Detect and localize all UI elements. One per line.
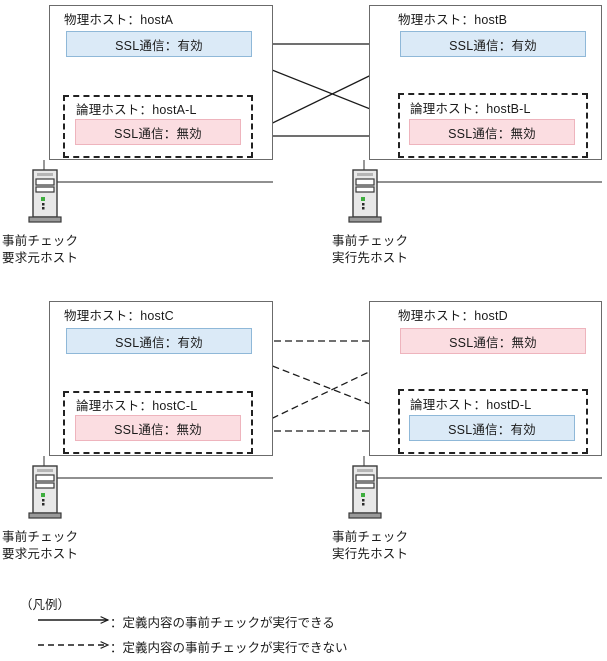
- server-link-c: [43, 456, 273, 479]
- ssl-status-hostC-physical: SSL通信：有効: [66, 328, 252, 354]
- server-link-d: [363, 456, 602, 479]
- legend-item-executable-label: ：定義内容の事前チェックが実行できる: [110, 616, 335, 630]
- ssl-status-hostD-physical: SSL通信：無効: [400, 328, 586, 354]
- server-tower-icon-requester-1: [24, 168, 66, 231]
- caption-executor-1-line2: 実行先ホスト: [332, 251, 409, 265]
- caption-requester-2-line1: 事前チェック: [2, 530, 79, 544]
- caption-executor-1-line1: 事前チェック: [332, 234, 409, 248]
- server-link-a: [43, 160, 273, 183]
- ssl-status-hostB-L: SSL通信：無効: [409, 119, 575, 145]
- ssl-status-hostA-physical: SSL通信：有効: [66, 31, 252, 57]
- logical-host-title-hostC-L: 論理ホスト：hostC-L: [76, 399, 198, 413]
- logical-host-title-hostB-L: 論理ホスト：hostB-L: [410, 102, 531, 116]
- legend-title: （凡例）: [20, 598, 71, 612]
- server-tower-icon-requester-2: [24, 464, 66, 527]
- caption-requester-2: 事前チェック 要求元ホスト: [2, 529, 78, 563]
- logical-host-box-hostC-L: [63, 391, 253, 454]
- ssl-status-hostD-L: SSL通信：有効: [409, 415, 575, 441]
- logical-host-box-hostA-L: [63, 95, 253, 158]
- physical-host-title-hostC: 物理ホスト：hostC: [64, 309, 174, 323]
- physical-host-title-hostD: 物理ホスト：hostD: [398, 309, 508, 323]
- caption-executor-2-line2: 実行先ホスト: [332, 547, 409, 561]
- server-link-b: [363, 160, 602, 183]
- caption-requester-1-line2: 要求元ホスト: [2, 251, 79, 265]
- caption-requester-2-line2: 要求元ホスト: [2, 547, 79, 561]
- legend-item-not-executable-label: ：定義内容の事前チェックが実行できない: [110, 641, 348, 655]
- ssl-status-hostA-L: SSL通信：無効: [75, 119, 241, 145]
- caption-requester-1-line1: 事前チェック: [2, 234, 79, 248]
- server-tower-icon-executor-2: [344, 464, 386, 527]
- caption-executor-2-line1: 事前チェック: [332, 530, 409, 544]
- caption-requester-1: 事前チェック 要求元ホスト: [2, 233, 78, 267]
- ssl-status-hostC-L: SSL通信：無効: [75, 415, 241, 441]
- caption-executor-2: 事前チェック 実行先ホスト: [332, 529, 408, 563]
- logical-host-title-hostD-L: 論理ホスト：hostD-L: [410, 398, 532, 412]
- logical-host-title-hostA-L: 論理ホスト：hostA-L: [76, 103, 197, 117]
- ssl-status-hostB-physical: SSL通信：有効: [400, 31, 586, 57]
- logical-host-box-hostB-L: [398, 93, 588, 158]
- physical-host-title-hostA: 物理ホスト：hostA: [64, 13, 174, 27]
- physical-host-title-hostB: 物理ホスト：hostB: [398, 13, 508, 27]
- logical-host-box-hostD-L: [398, 389, 588, 454]
- server-tower-icon-executor-1: [344, 168, 386, 231]
- caption-executor-1: 事前チェック 実行先ホスト: [332, 233, 408, 267]
